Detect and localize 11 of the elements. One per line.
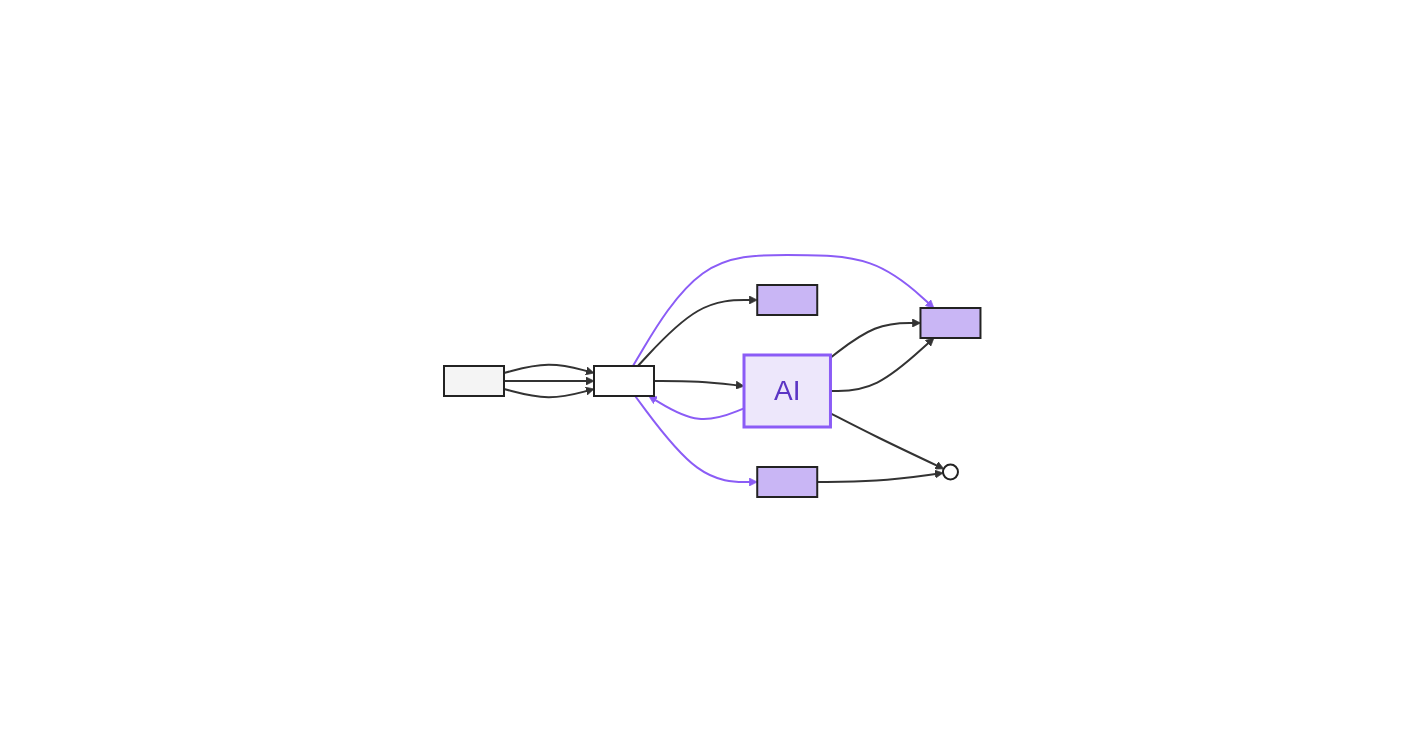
node-bar bbox=[919, 307, 982, 339]
arrow bbox=[636, 295, 758, 367]
arrow bbox=[829, 318, 921, 359]
arrow bbox=[631, 254, 935, 367]
node-person bbox=[941, 463, 959, 481]
node-bar bbox=[756, 284, 818, 316]
node-bar bbox=[756, 466, 818, 498]
node-box: AI bbox=[742, 353, 832, 429]
arrow bbox=[633, 395, 758, 487]
node-picture bbox=[442, 365, 505, 397]
node-box bbox=[592, 365, 655, 397]
